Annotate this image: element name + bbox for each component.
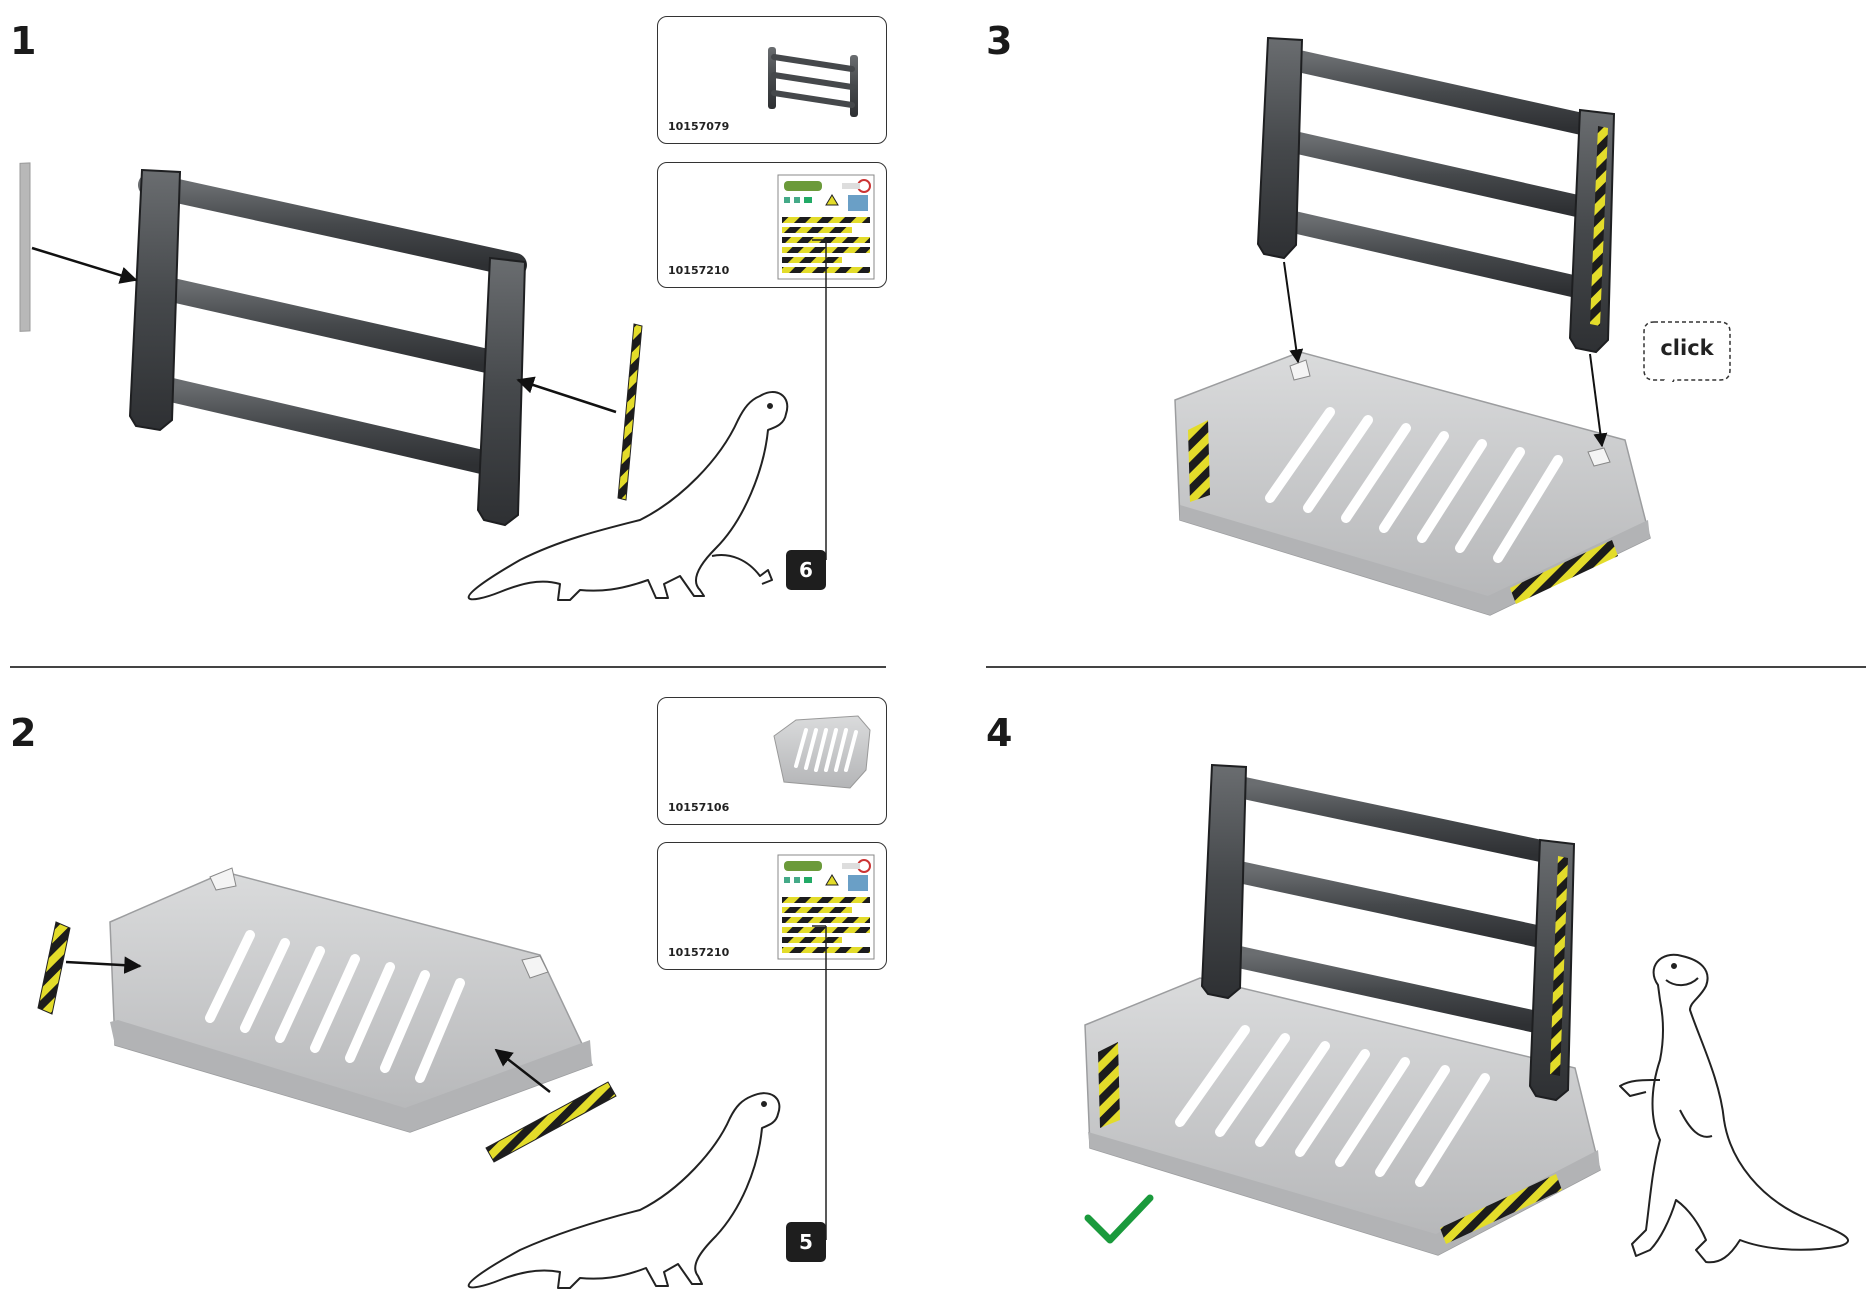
rail-part-icon xyxy=(768,47,858,117)
step-4-number: 4 xyxy=(986,711,1013,755)
hazard-sticker xyxy=(617,323,643,501)
part-code: 10157210 xyxy=(668,264,730,277)
arrow-icon xyxy=(494,1048,551,1093)
step-1-rail-frame xyxy=(128,168,527,527)
step-3-rail-frame xyxy=(1256,36,1616,354)
blank-sticker xyxy=(19,162,31,332)
part-code: 10157210 xyxy=(668,946,730,959)
checkmark-icon xyxy=(1084,1194,1154,1244)
step-3-number: 3 xyxy=(986,19,1013,63)
step-4-assembled-plate xyxy=(1084,977,1601,1256)
click-speech-bubble xyxy=(1643,321,1731,382)
click-label: click xyxy=(1660,336,1714,360)
arrow-icon xyxy=(65,956,142,974)
step-3-plate xyxy=(1174,351,1651,616)
divider-right xyxy=(986,666,1866,668)
step-2-part-box-plate: 10157106 xyxy=(657,697,887,825)
arrow-icon xyxy=(1589,353,1608,448)
step-1-part-box-rail: 10157079 xyxy=(657,16,887,144)
dinosaur-icon xyxy=(1619,953,1849,1264)
part-code: 10157106 xyxy=(668,801,730,814)
arrow-icon xyxy=(1283,261,1304,364)
divider-left xyxy=(10,666,886,668)
part-code: 10157079 xyxy=(668,120,730,133)
arrow-icon xyxy=(31,246,138,284)
step-2-number: 2 xyxy=(10,711,37,755)
step-4-assembled-rail-frame xyxy=(1200,763,1576,1102)
dinosaur-icon xyxy=(467,391,789,601)
hazard-sticker xyxy=(485,1081,617,1163)
step-1-part-box-sticker: 10157210 xyxy=(657,162,887,288)
sticker-count-badge: 5 xyxy=(786,1222,826,1262)
hazard-sticker xyxy=(37,921,71,1015)
sticker-count-badge: 6 xyxy=(786,550,826,590)
arrow-icon xyxy=(516,376,617,414)
step-2-plate xyxy=(109,867,594,1133)
dinosaur-icon xyxy=(467,1092,781,1289)
plate-part-icon xyxy=(773,715,871,789)
step-1-number: 1 xyxy=(10,19,37,63)
